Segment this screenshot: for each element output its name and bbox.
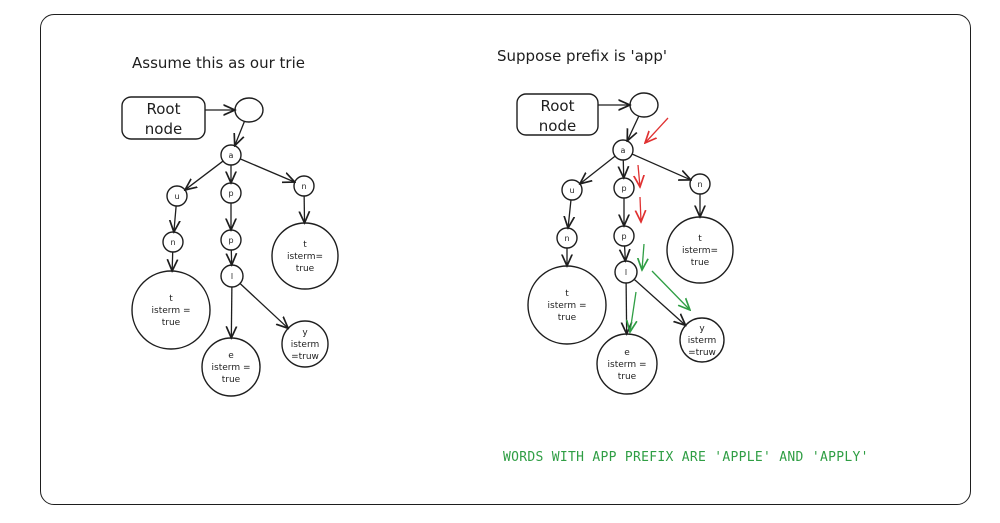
trie-node-label: true: [558, 313, 577, 323]
root-circle: [234, 97, 264, 123]
edge-arrow: [185, 160, 224, 190]
trie-node-label: p: [228, 236, 233, 245]
trie-node-label: l: [231, 272, 233, 281]
trie-node-y: [679, 317, 725, 363]
trie-node-label: e: [624, 348, 630, 358]
edge-arrow: [627, 115, 640, 141]
trie-node-label: isterm =: [548, 301, 587, 311]
trie-node-label: isterm: [291, 340, 320, 350]
root-node-box: [121, 96, 206, 140]
right-trie: Root node a u p n n p l t isterm = true t isterm= true…: [516, 92, 734, 395]
trie-node-t1: [131, 270, 211, 350]
edge-arrow: [633, 278, 685, 325]
edge-arrow: [568, 199, 571, 228]
search-path-arrow: [645, 117, 669, 143]
trie-node-label: n: [564, 234, 569, 243]
search-path-arrow: [640, 196, 641, 222]
edge-arrow: [580, 155, 616, 184]
trie-node-t1: [527, 265, 607, 345]
trie-node-t2: [271, 222, 339, 290]
right-title: Suppose prefix is 'app': [497, 47, 667, 65]
trie-node-l: [614, 260, 638, 284]
trie-node-label: true: [691, 258, 710, 268]
trie-node-p1: [220, 182, 242, 204]
edge-arrow: [625, 245, 626, 261]
trie-node-label: isterm =: [152, 306, 191, 316]
edge-arrow: [231, 286, 232, 338]
trie-node-label: a: [621, 146, 626, 155]
result-path-arrow: [651, 270, 690, 310]
trie-node-p2: [613, 225, 635, 247]
trie-node-label: true: [618, 372, 637, 382]
trie-node-label: true: [222, 375, 241, 385]
trie-node-label: isterm=: [682, 246, 718, 256]
trie-node-u: [561, 179, 583, 201]
root-node-label: Root: [147, 100, 181, 118]
left-trie: Root node a u p n n p l t isterm = true t isterm= true…: [121, 96, 339, 397]
edge-arrow: [626, 282, 627, 334]
trie-node-label: n: [170, 238, 175, 247]
edge-arrow: [239, 283, 288, 328]
trie-node-label: p: [228, 189, 233, 198]
trie-node-label: =truw: [291, 352, 319, 362]
trie-node-label: p: [621, 184, 626, 193]
trie-node-label: a: [229, 151, 234, 160]
root-circle: [629, 92, 659, 118]
trie-node-label: isterm =: [608, 360, 647, 370]
left-title: Assume this as our trie: [132, 54, 305, 72]
trie-node-n2: [162, 231, 184, 253]
trie-node-label: t: [169, 294, 173, 304]
trie-node-label: y: [302, 328, 308, 338]
trie-node-label: true: [162, 318, 181, 328]
trie-node-n1: [689, 173, 711, 195]
root-node-label: node: [539, 117, 576, 135]
root-node-label: Root: [541, 97, 575, 115]
trie-node-label: e: [228, 351, 234, 361]
edge-arrow: [239, 158, 295, 182]
trie-node-label: isterm =: [212, 363, 251, 373]
trie-node-label: t: [565, 289, 569, 299]
edge-arrow: [631, 153, 691, 180]
search-path-arrow: [638, 164, 640, 187]
edge-arrow: [172, 251, 173, 271]
trie-node-label: y: [699, 324, 705, 334]
trie-node-label: n: [301, 182, 306, 191]
trie-node-label: p: [621, 232, 626, 241]
trie-node-label: t: [698, 234, 702, 244]
result-path-arrow: [642, 243, 644, 270]
result-path-arrow: [630, 291, 636, 332]
edge-arrow: [174, 205, 176, 232]
canvas-frame: [40, 14, 971, 505]
trie-node-label: t: [303, 240, 307, 250]
trie-node-a: [220, 144, 242, 166]
root-node-box: [516, 93, 599, 136]
trie-node-e: [201, 337, 261, 397]
trie-node-label: isterm=: [287, 252, 323, 262]
trie-node-l: [220, 264, 244, 288]
root-node-label: node: [145, 120, 182, 138]
trie-node-y: [281, 320, 329, 368]
trie-node-u: [166, 185, 188, 207]
trie-node-label: u: [174, 192, 179, 201]
trie-node-label: n: [697, 180, 702, 189]
trie-node-label: l: [625, 268, 627, 277]
trie-node-label: u: [569, 186, 574, 195]
trie-node-n2: [556, 227, 578, 249]
trie-node-label: isterm: [688, 336, 717, 346]
trie-node-n1: [293, 175, 315, 197]
trie-node-t2: [666, 216, 734, 284]
trie-node-label: true: [296, 264, 315, 274]
trie-node-label: =truw: [688, 348, 716, 358]
edge-arrow: [235, 120, 246, 146]
trie-node-a: [612, 139, 634, 161]
trie-node-p2: [220, 229, 242, 251]
conclusion-text: WORDS WITH APP PREFIX ARE 'APPLE' AND 'A…: [503, 450, 869, 465]
